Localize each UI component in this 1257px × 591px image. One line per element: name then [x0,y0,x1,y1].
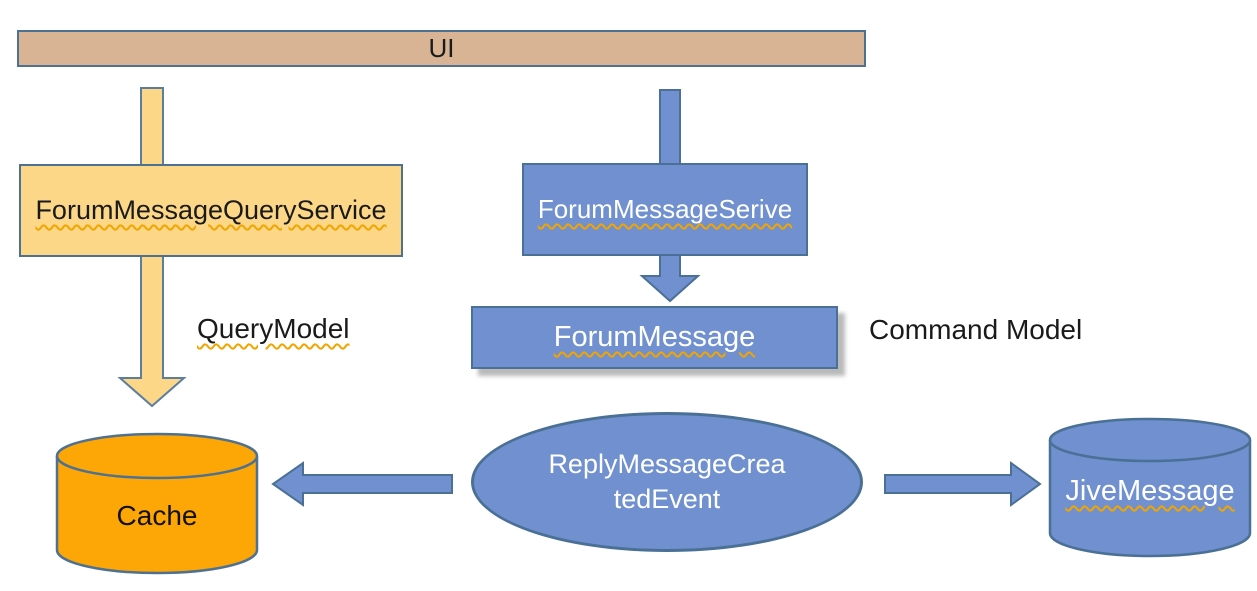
forum-message-query-service-label: ForumMessageQueryService [35,195,387,225]
jive-message-cylinder-icon [1048,417,1252,558]
forum-message-query-service-box: ForumMessageQueryService [19,164,403,257]
cache-label: Cache [116,500,198,531]
ui-bar-label: UI [428,33,455,63]
forum-message-service-box: ForumMessageSerive [522,163,808,256]
query-model-label: QueryModel [197,313,350,344]
event-label-line2: tedEvent [613,484,721,514]
cache-cylinder-icon [55,432,259,575]
command-model-label: Command Model [869,314,1083,345]
jive-message-label: JiveMessage [1065,475,1235,507]
forum-message-label: ForumMessage [553,321,756,353]
forum-message-box: ForumMessage [471,306,838,369]
ui-bar: UI [17,30,866,67]
forum-message-service-label: ForumMessageSerive [537,194,793,224]
arrow-event-to-cache-icon [271,461,453,507]
jive-message-cylinder: JiveMessage [1048,417,1252,565]
event-label-line1: ReplyMessageCrea [548,449,786,479]
arrow-event-to-jivemessage-icon [884,461,1042,507]
reply-message-created-event-ellipse: ReplyMessageCrea tedEvent [471,412,863,552]
cache-cylinder: Cache [55,432,259,582]
